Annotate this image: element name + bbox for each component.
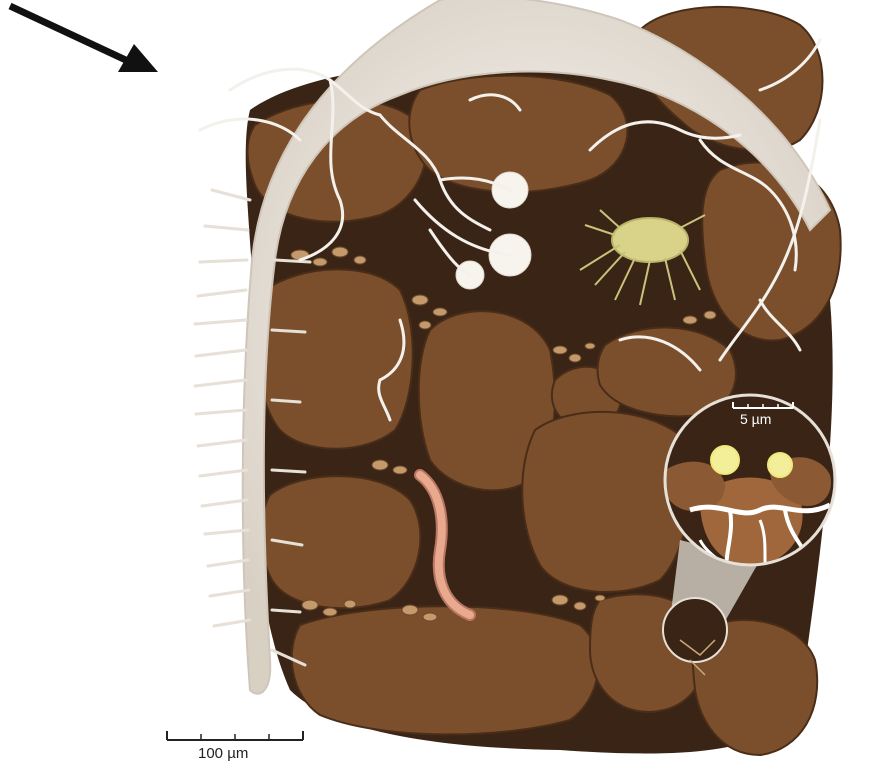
main-scale-label: 100 µm bbox=[198, 745, 248, 762]
arrow-icon bbox=[10, 6, 158, 72]
inset-scale-label: 5 µm bbox=[740, 411, 771, 427]
aggregate bbox=[292, 606, 598, 734]
aggregate bbox=[257, 269, 413, 448]
main-scale-bar: 100 µm bbox=[167, 731, 303, 762]
aggregate bbox=[522, 412, 690, 592]
